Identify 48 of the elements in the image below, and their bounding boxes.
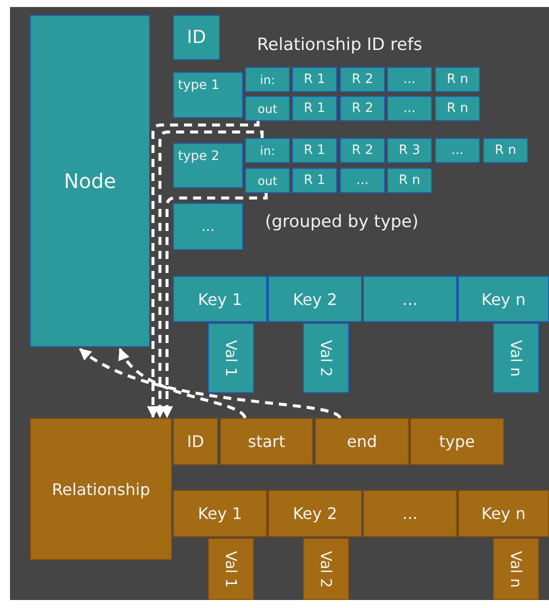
value-cell: Val 2: [303, 323, 349, 393]
type-cell: type 1: [173, 72, 243, 118]
ref-cell: ...: [387, 67, 432, 92]
ref-cell: ...: [340, 168, 385, 193]
start-cell: start: [220, 418, 313, 465]
direction-cell: in:: [245, 138, 290, 163]
type-cell: type 2: [173, 143, 243, 188]
ref-cell: R 1: [292, 168, 337, 193]
direction-cell: in:: [245, 67, 290, 92]
ref-cell: R 1: [292, 96, 337, 121]
end-cell: end: [315, 418, 409, 465]
direction-cell: out: [245, 168, 290, 193]
ref-cell: R n: [435, 67, 480, 92]
dashed-arrow: [79, 348, 342, 420]
key-cell: ...: [363, 490, 457, 537]
ref-cell: R n: [483, 138, 528, 163]
key-cell: Key 2: [268, 490, 362, 537]
ref-cell: R 2: [340, 96, 385, 121]
ref-cell: R 3: [387, 138, 432, 163]
type-cell: type: [410, 418, 504, 465]
key-cell: ...: [363, 276, 457, 322]
note-text: (grouped by type): [265, 212, 419, 232]
key-cell: Key n: [458, 490, 549, 537]
dashed-arrow: [118, 348, 246, 419]
ref-cell: R n: [435, 96, 480, 121]
ref-cell: ...: [387, 96, 432, 121]
key-cell: Key 2: [268, 276, 362, 322]
value-cell: Val n: [493, 323, 539, 393]
ref-cell: R 1: [292, 67, 337, 92]
value-cell: Val 1: [208, 538, 254, 600]
direction-cell: out: [245, 96, 290, 121]
type-cell: ...: [173, 203, 243, 250]
key-cell: Key 1: [173, 490, 267, 537]
node-box: Node: [30, 15, 150, 347]
ref-cell: R 2: [340, 67, 385, 92]
value-cell: Val 1: [208, 323, 254, 393]
value-cell: Val 2: [303, 538, 349, 600]
ref-cell: R n: [387, 168, 432, 193]
ref-cell: ...: [435, 138, 480, 163]
key-cell: Key n: [458, 276, 549, 322]
key-cell: Key 1: [173, 276, 267, 322]
relationship-box: Relationship: [30, 418, 172, 560]
id-cell: ID: [173, 418, 218, 465]
ref-cell: R 1: [292, 138, 337, 163]
id-cell: ID: [173, 15, 220, 60]
value-cell: Val n: [493, 538, 539, 600]
ref-cell: R 2: [340, 138, 385, 163]
heading-text: Relationship ID refs: [257, 35, 422, 55]
